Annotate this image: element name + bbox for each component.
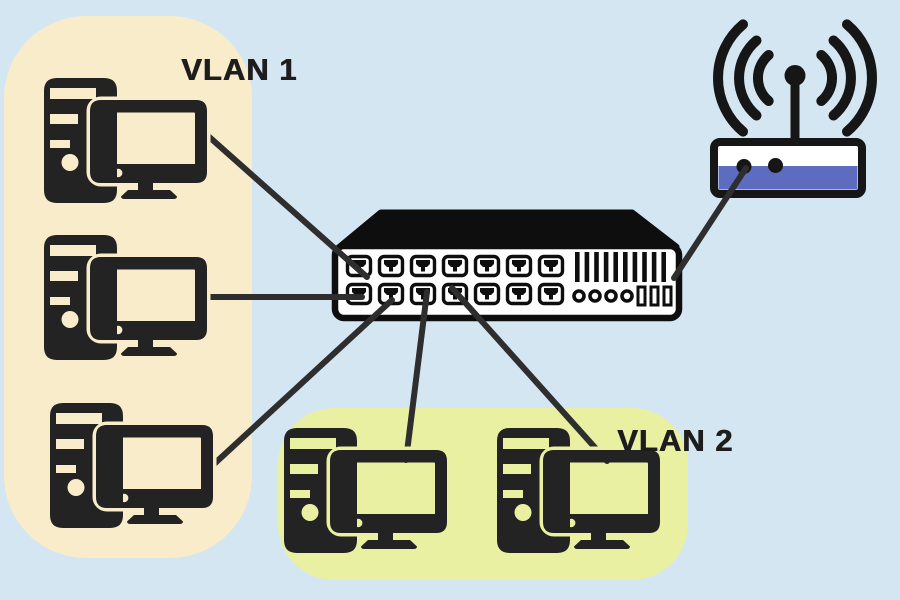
switch-icon [331, 209, 683, 322]
switch-indicator-rings [572, 289, 634, 303]
wifi-router-icon [710, 19, 877, 198]
wifi-signal-arcs [713, 19, 877, 137]
router-accent-stripe [718, 166, 858, 190]
cable-vlan1-computer-3 [210, 297, 395, 468]
desktop-computer-icon-vlan1-3 [50, 403, 213, 528]
desktop-computer-icon-vlan2-1 [284, 428, 447, 553]
vlan2-label: VLAN 2 [617, 423, 734, 458]
vlan1-label: VLAN 1 [181, 52, 298, 87]
desktop-computer-icon-vlan1-1 [44, 78, 207, 203]
switch-indicator-bars [636, 285, 673, 307]
cable-switch-to-router [671, 165, 749, 281]
switch-lid [336, 209, 680, 251]
cables [204, 132, 610, 468]
cable-vlan1-computer-1 [204, 132, 370, 280]
cable-vlan2-computer-1 [403, 289, 430, 463]
desktop-computer-icon-vlan1-2 [44, 235, 207, 360]
switch-vent-slots [575, 252, 666, 282]
switch-port-row-top [345, 254, 565, 278]
router-antenna-tip [784, 65, 806, 86]
cable-vlan2-computer-2 [449, 285, 610, 464]
router-button-2 [768, 158, 783, 173]
